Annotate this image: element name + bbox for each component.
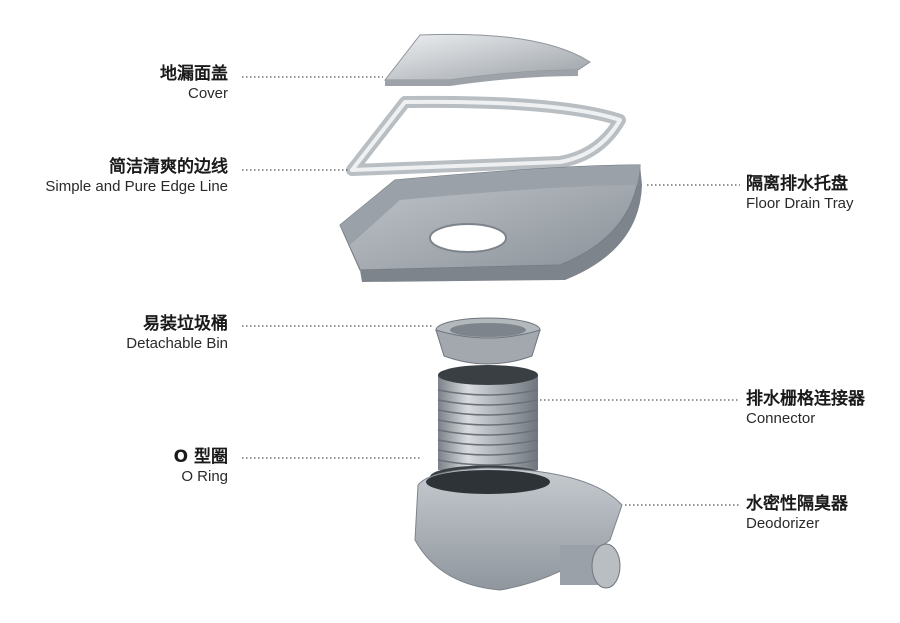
callout-deodorizer-zh: 水密性隔臭器 bbox=[746, 494, 848, 514]
callout-deodorizer: 水密性隔臭器 Deodorizer bbox=[746, 494, 848, 534]
connector bbox=[437, 365, 539, 470]
callout-connector: 排水栅格连接器 Connector bbox=[746, 389, 865, 429]
callout-edge-zh: 简洁清爽的边线 bbox=[109, 157, 228, 177]
callout-cover-en: Cover bbox=[187, 85, 228, 103]
callout-tray-en: Floor Drain Tray bbox=[746, 195, 854, 213]
callout-bin-zh: 易装垃圾桶 bbox=[143, 314, 228, 334]
edge-frame bbox=[346, 95, 626, 176]
callout-cover-zh: 地漏面盖 bbox=[160, 64, 228, 84]
callout-oring-en: O Ring bbox=[181, 468, 228, 486]
callout-oring-zh: O 型圈 bbox=[173, 447, 228, 467]
deodorizer-body bbox=[414, 467, 623, 591]
callout-tray-zh: 隔离排水托盘 bbox=[746, 174, 848, 194]
callout-deodorizer-en: Deodorizer bbox=[746, 515, 820, 533]
callout-bin: 易装垃圾桶 Detachable Bin bbox=[126, 314, 228, 354]
callout-oring: O 型圈 O Ring bbox=[174, 447, 228, 487]
bin bbox=[435, 317, 541, 365]
callout-edge: 简洁清爽的边线 Simple and Pure Edge Line bbox=[45, 157, 228, 197]
callout-edge-en: Simple and Pure Edge Line bbox=[45, 178, 228, 196]
callout-connector-zh: 排水栅格连接器 bbox=[746, 389, 865, 409]
tray bbox=[339, 164, 642, 282]
cover-plate bbox=[383, 33, 591, 86]
callout-connector-en: Connector bbox=[746, 410, 816, 428]
callout-tray: 隔离排水托盘 Floor Drain Tray bbox=[746, 174, 854, 214]
callout-bin-en: Detachable Bin bbox=[126, 335, 228, 353]
callout-cover: 地漏面盖 Cover bbox=[160, 64, 228, 104]
leader-lines bbox=[242, 76, 740, 506]
